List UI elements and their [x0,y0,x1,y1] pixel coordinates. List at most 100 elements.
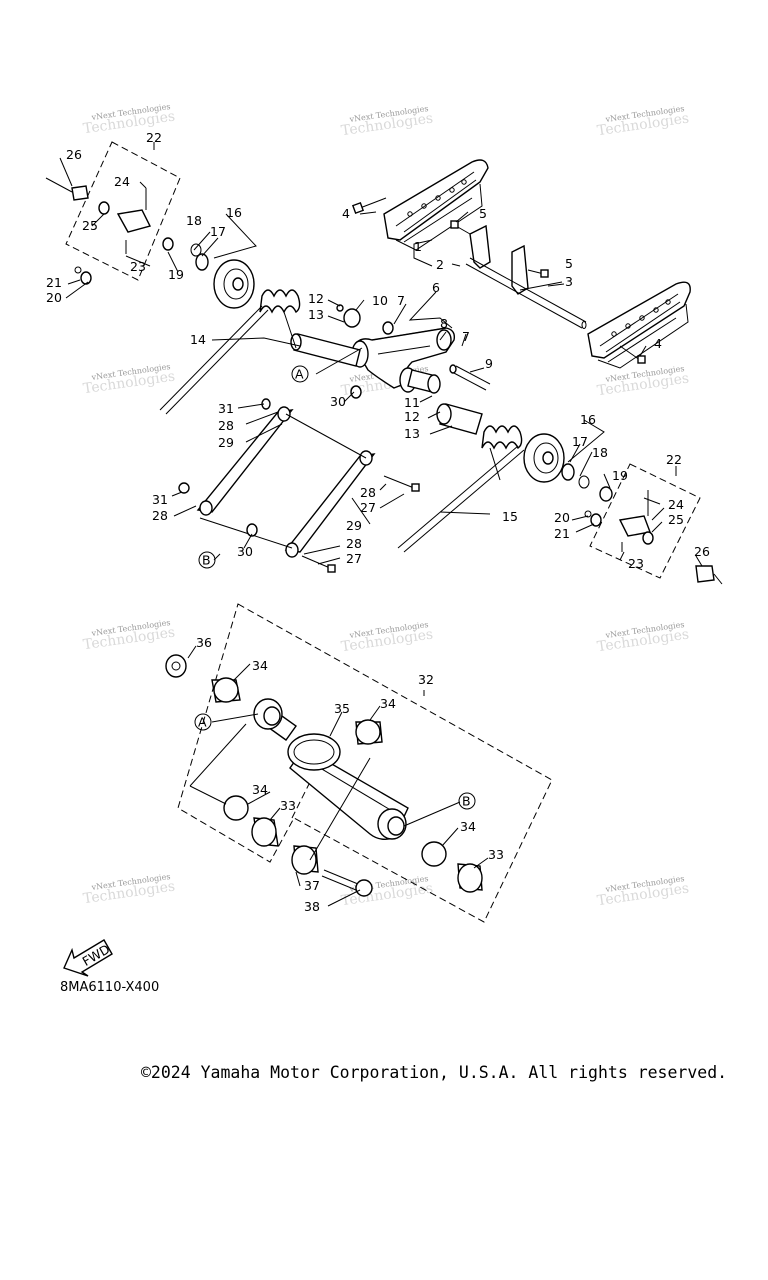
svg-text:B: B [202,553,211,568]
callout-4: 4 [654,336,662,351]
callout-24: 24 [114,174,130,189]
callout-18: 18 [592,445,608,460]
slide-rail-lower [587,281,691,369]
callout-27: 27 [360,500,376,515]
shock-absorber-part-35 [253,698,409,841]
callout-21: 21 [554,526,570,541]
callout-20: 20 [46,290,62,305]
bolts [351,197,646,364]
callout-25: 25 [82,218,98,233]
link-plates-part-29 [196,406,376,558]
callout-18: 18 [186,213,202,228]
svg-text:B: B [462,794,471,809]
pivot-arm-part-6 [351,327,456,393]
callout-34: 34 [252,782,268,797]
callout-31: 31 [152,492,168,507]
callout-28: 28 [218,418,234,433]
callout-labels: 1 2 3 4 4 5 5 6 7 7 8 9 10 11 12 12 13 1… [46,130,710,914]
watermark: Technologies vNext Technologies [82,362,176,397]
callout-23: 23 [628,556,644,571]
ref-marker-a-upper: A [291,365,309,383]
bolt-part-5-lower [527,269,549,278]
callout-7: 7 [397,293,405,308]
callout-7: 7 [462,329,470,344]
watermark: Technologies vNext Technologies [340,620,434,655]
shock-bushings [165,654,483,897]
bracket-part-1 [469,224,529,295]
callout-26: 26 [694,544,710,559]
idler-wheel-right-part-16 [523,433,590,489]
ref-marker-b-upper: B [198,551,216,569]
callout-11: 11 [404,395,420,410]
callout-12: 12 [404,409,420,424]
callout-22: 22 [666,452,682,467]
callout-3: 3 [565,274,573,289]
callout-2: 2 [436,257,444,272]
callout-33: 33 [488,847,504,862]
right-hub-parts [584,486,723,585]
callout-10: 10 [372,293,388,308]
callout-25: 25 [668,512,684,527]
callout-21: 21 [46,275,62,290]
callout-33: 33 [280,798,296,813]
callout-6: 6 [432,280,440,295]
bolt-part-4-upper [351,197,387,215]
callout-36: 36 [196,635,212,650]
bushings-upper [336,304,394,335]
torsion-spring-right-part-15 [397,425,525,553]
callout-12: 12 [308,291,324,306]
callout-31: 31 [218,401,234,416]
callout-28: 28 [360,485,376,500]
group-outlines [65,141,701,923]
watermark: Technologies vNext Technologies [596,104,690,139]
torsion-spring-left-part-14 [159,289,301,415]
left-hub-parts [45,177,174,285]
callout-32: 32 [418,672,434,687]
callout-19: 19 [612,468,628,483]
svg-text:A: A [198,715,207,730]
watermark: Technologies vNext Technologies [596,874,690,909]
callout-26: 26 [66,147,82,162]
callout-8: 8 [440,316,448,331]
callout-23: 23 [130,259,146,274]
bolt-part-5-upper [450,220,471,235]
callout-34: 34 [460,819,476,834]
leader-lines [59,142,703,907]
pin-part-9 [449,364,491,391]
copyright-notice: ©2024 Yamaha Motor Corporation, U.S.A. A… [141,1063,728,1082]
watermark: Technologies vNext Technologies [82,872,176,907]
callout-17: 17 [572,434,588,449]
callout-17: 17 [210,224,226,239]
callout-13: 13 [308,307,324,322]
callout-20: 20 [554,510,570,525]
callout-16: 16 [580,412,596,427]
callout-4: 4 [342,206,350,221]
shaft-part-3 [465,257,587,329]
watermark: Technologies vNext Technologies [596,620,690,655]
idler-wheel-left-part-16 [190,243,255,309]
part-code: 8MA6110-X400 [60,980,160,995]
callout-27: 27 [346,551,362,566]
group-32-inner-dash [291,781,311,819]
svg-text:A: A [295,367,304,382]
callout-34: 34 [380,696,396,711]
callout-30: 30 [237,544,253,559]
callout-9: 9 [485,356,493,371]
ref-marker-a-lower: A [194,713,212,731]
callout-15: 15 [502,509,518,524]
callout-16: 16 [226,205,242,220]
watermark: Technologies vNext Technologies [82,618,176,653]
ref-marker-b-lower: B [458,792,476,810]
callout-13: 13 [404,426,420,441]
watermark: Technologies vNext Technologies [340,874,434,909]
group-22-left-outline [65,141,181,281]
callout-28: 28 [346,536,362,551]
fwd-arrow-icon: FWD [63,939,113,977]
callout-5: 5 [565,256,573,271]
callout-29: 29 [218,435,234,450]
callout-19: 19 [168,267,184,282]
callout-35: 35 [334,701,350,716]
slide-rail-upper [383,159,489,251]
watermark: Technologies vNext Technologies [340,104,434,139]
